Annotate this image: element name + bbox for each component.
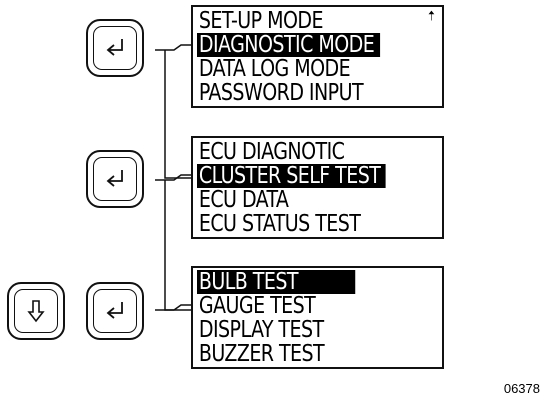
main-menu-list: SET-UP MODE DIAGNOSTIC MODE DATA LOG MOD…: [197, 9, 438, 105]
diagnostic-menu-screen: ECU DIAGNOTIC CLUSTER SELF TEST ECU DATA…: [191, 136, 444, 239]
menu-item-ecu-status-test[interactable]: ECU STATUS TEST: [198, 211, 361, 237]
menu-item-ecu-diagnotic[interactable]: ECU DIAGNOTIC: [198, 139, 345, 165]
menu-item-setup-mode[interactable]: SET-UP MODE: [198, 8, 324, 34]
down-arrow-icon: [27, 300, 45, 323]
down-key-face: [14, 289, 58, 333]
menu-item-data-log-mode[interactable]: DATA LOG MODE: [198, 56, 351, 82]
menu-item-ecu-data[interactable]: ECU DATA: [198, 187, 289, 213]
connector-screen1-to-screen2: [164, 50, 191, 179]
menu-item-diagnostic-mode[interactable]: DIAGNOSTIC MODE: [197, 33, 419, 57]
enter-key[interactable]: [86, 150, 144, 208]
menu-item-buzzer-test[interactable]: BUZZER TEST: [198, 341, 325, 367]
enter-key[interactable]: [86, 19, 144, 77]
enter-key-face: [93, 289, 137, 333]
enter-key-face: [93, 157, 137, 201]
connector-key1-to-screen1: [155, 44, 191, 51]
menu-item-password-input[interactable]: PASSWORD INPUT: [198, 80, 364, 106]
up-arrow-icon: 🠡: [427, 9, 435, 24]
diagnostic-menu-list: ECU DIAGNOTIC CLUSTER SELF TEST ECU DATA…: [197, 140, 438, 236]
cluster-self-test-screen: BULB TEST GAUGE TEST DISPLAY TEST BUZZER…: [191, 266, 444, 369]
enter-key[interactable]: [86, 282, 144, 340]
cluster-self-test-list: BULB TEST GAUGE TEST DISPLAY TEST BUZZER…: [197, 270, 438, 366]
enter-return-icon: [106, 302, 123, 319]
menu-item-gauge-test[interactable]: GAUGE TEST: [198, 293, 316, 319]
enter-return-icon: [106, 39, 123, 56]
menu-item-cluster-self-test[interactable]: CLUSTER SELF TEST: [197, 164, 419, 188]
main-menu-screen: SET-UP MODE DIAGNOSTIC MODE DATA LOG MOD…: [191, 5, 444, 108]
connector-screen2-to-screen3: [164, 180, 191, 311]
menu-item-bulb-test[interactable]: BULB TEST: [197, 270, 419, 294]
figure-number: 06378: [503, 381, 540, 396]
enter-return-icon: [106, 170, 123, 187]
connector-key4-to-screen3: [155, 304, 191, 311]
down-key[interactable]: [7, 282, 65, 340]
enter-key-face: [93, 26, 137, 70]
menu-item-display-test[interactable]: DISPLAY TEST: [198, 317, 324, 343]
